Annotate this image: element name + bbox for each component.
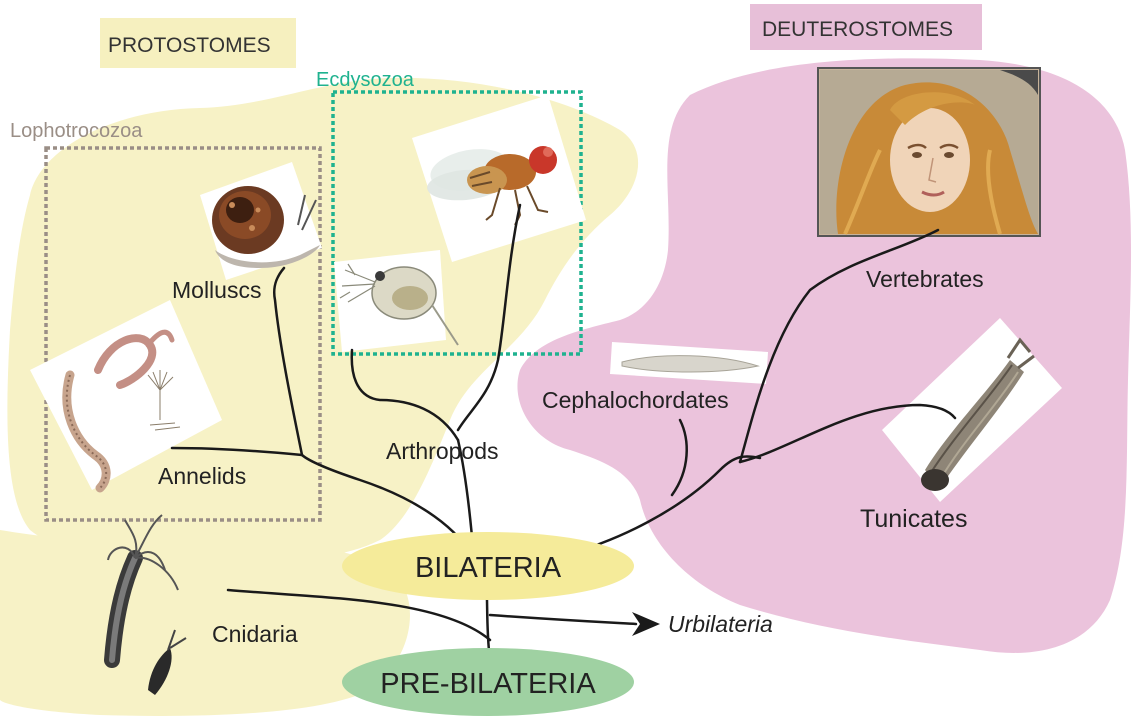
ecdysozoa-label: Ecdysozoa <box>316 69 415 91</box>
arthropods-label: Arthropods <box>386 438 499 464</box>
urbilateria-label: Urbilateria <box>668 611 773 637</box>
cnidaria-label: Cnidaria <box>212 621 298 647</box>
bilateria-label: BILATERIA <box>415 552 562 584</box>
tunicates-label: Tunicates <box>860 505 967 533</box>
deuterostomes-title: DEUTEROSTOMES <box>762 18 953 41</box>
cephalochordates-label: Cephalochordates <box>542 387 729 413</box>
molluscs-label: Molluscs <box>172 277 261 303</box>
pre-bilateria-label: PRE-BILATERIA <box>380 668 596 700</box>
venus-portrait-illustration <box>818 68 1040 236</box>
daphnia-illustration <box>334 250 458 352</box>
lophotrocozoa-label: Lophotrocozoa <box>10 120 143 142</box>
branch-urbilateria-arrow-line <box>490 615 636 624</box>
protostomes-title: PROTOSTOMES <box>108 34 271 57</box>
annelids-label: Annelids <box>158 463 246 489</box>
vertebrates-label: Vertebrates <box>866 266 984 292</box>
